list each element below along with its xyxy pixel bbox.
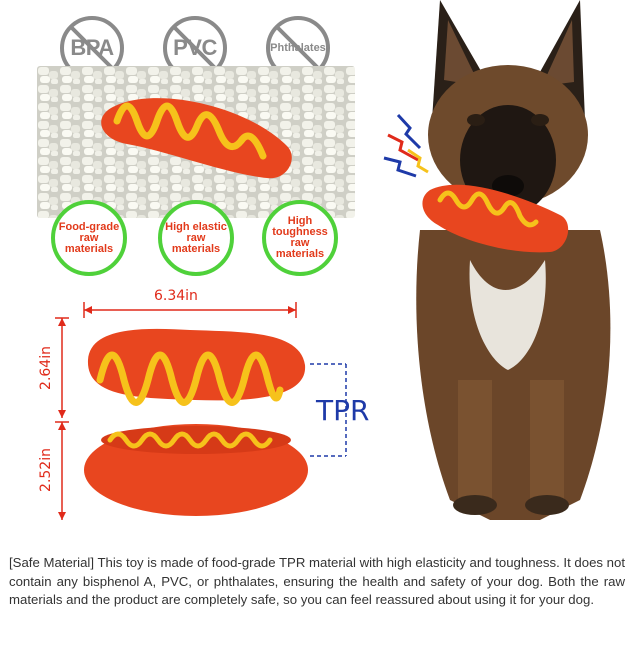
dimension-diagram — [55, 302, 347, 520]
squeak-lines-icon — [383, 113, 429, 178]
sausage-top-icon — [87, 328, 306, 406]
badge-label: PVC — [173, 35, 217, 60]
feature-high-toughness: High toughness raw materials — [262, 200, 338, 276]
length-dimension: 6.34in — [154, 288, 198, 304]
sausage-toy-icon — [101, 98, 292, 179]
product-image: BPA PVC Phthalates — [37, 0, 611, 520]
dog-photo — [383, 0, 611, 520]
feature-label: Food-grade raw materials — [58, 220, 120, 255]
feature-label: High toughness raw materials — [272, 215, 328, 260]
prohibited-icon — [60, 16, 124, 80]
height-top-dimension: 2.64in — [37, 346, 54, 390]
raw-pellets-photo — [37, 66, 355, 218]
height-bottom-dimension: 2.52in — [37, 448, 54, 492]
badge-label: BPA — [70, 35, 114, 60]
material-label: TPR — [316, 394, 370, 427]
sausage-bottom-icon — [84, 424, 308, 516]
feature-food-grade: Food-grade raw materials — [51, 200, 127, 276]
feature-label: High elastic raw materials — [165, 220, 227, 255]
badge-label: Phthalates — [270, 42, 326, 54]
sausage-toy-in-mouth-icon — [422, 184, 569, 253]
feature-high-elastic: High elastic raw materials — [158, 200, 234, 276]
product-description: [Safe Material] This toy is made of food… — [9, 555, 625, 608]
no-bpa-badge: BPA — [58, 14, 126, 82]
no-phthalates-badge: Phthalates — [264, 14, 332, 82]
